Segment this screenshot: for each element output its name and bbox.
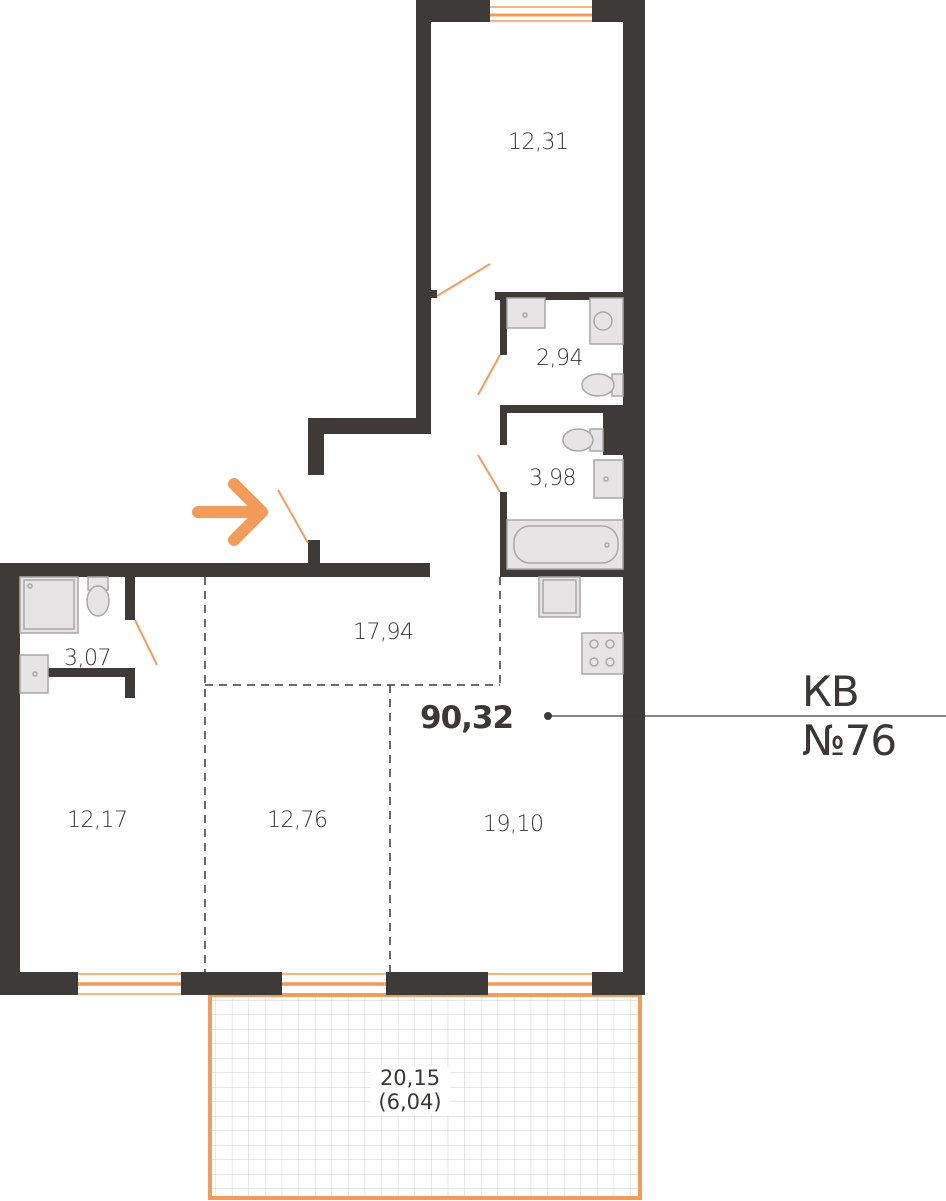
sink-icon <box>506 297 546 329</box>
sink-icon <box>593 459 624 499</box>
room-area-label: 2,94 <box>536 346 583 371</box>
toilet-icon <box>562 428 604 452</box>
walls <box>0 0 645 995</box>
toilet-icon <box>581 373 624 397</box>
zone-dividers <box>204 577 501 972</box>
stove-icon <box>581 632 624 675</box>
entrance-arrow-icon <box>192 478 268 546</box>
window-top <box>490 6 592 22</box>
shower-icon <box>19 576 79 634</box>
toilet-icon <box>86 576 110 617</box>
balcony-reduced-area: (6,04) <box>378 1090 442 1114</box>
room-area-label: 3,07 <box>64 646 111 671</box>
kitchen-sink-icon <box>538 576 581 618</box>
bathtub-icon <box>506 519 624 570</box>
door-swings <box>134 263 501 666</box>
window-bottom-2 <box>282 973 386 995</box>
windows <box>78 6 592 995</box>
room-area-label: 3,98 <box>529 466 576 491</box>
window-bottom-3 <box>488 973 592 995</box>
room-area-label: 17,94 <box>353 620 414 645</box>
room-area-label: 12,17 <box>67 808 128 833</box>
washing-machine-icon <box>589 297 624 345</box>
fixtures <box>19 297 624 694</box>
room-area-label: 12,31 <box>508 130 569 155</box>
balcony-area-value: 20,15 <box>379 1066 441 1090</box>
apartment-number: КВ №76 <box>802 667 897 765</box>
window-bottom-1 <box>78 973 181 995</box>
sink-icon <box>19 654 49 694</box>
room-area-label: 12,76 <box>267 808 328 833</box>
total-area: 90,32 <box>420 700 514 736</box>
balcony-area: 20,15 (6,04) <box>370 1066 450 1114</box>
room-area-label: 19,10 <box>483 812 544 837</box>
apartment-leader-line <box>544 712 946 720</box>
